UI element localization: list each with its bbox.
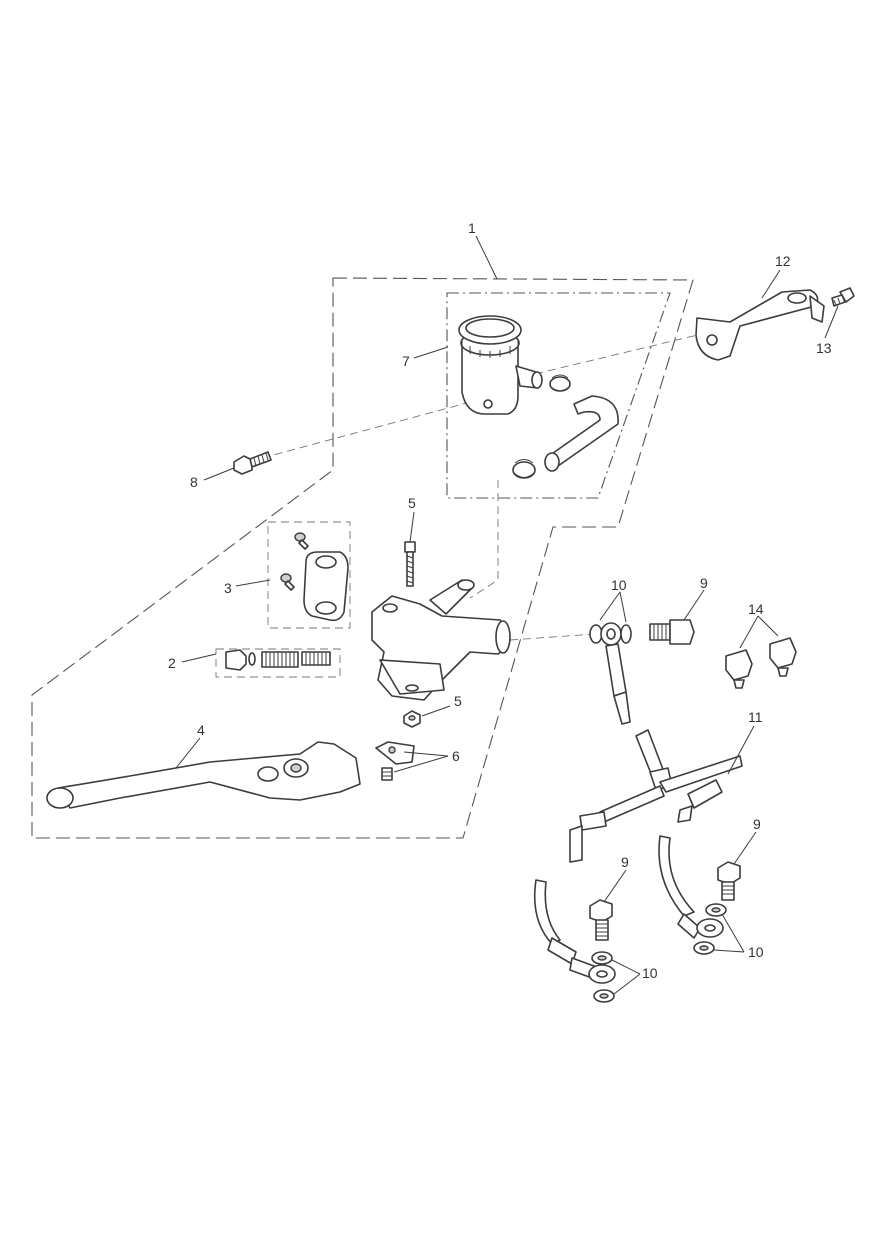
piston-kit-2 xyxy=(225,649,331,671)
upper-banjo-hose xyxy=(589,622,632,725)
banjo-bolt-9-left xyxy=(589,899,613,941)
brake-lever-4 xyxy=(46,741,361,809)
clamp-screw-lower xyxy=(280,573,295,591)
clamp-screw-upper xyxy=(294,532,309,550)
hose-guide-clip-right xyxy=(769,637,797,677)
screw-5-upper xyxy=(404,541,416,587)
piston-kit-box-2 xyxy=(215,648,341,678)
callout-11: 11 xyxy=(748,709,763,725)
washers-10-left xyxy=(588,951,616,1003)
banjo-bolt-9-right xyxy=(717,861,741,901)
assembly-1-boundary xyxy=(31,277,694,839)
callout-9-left: 9 xyxy=(621,854,629,870)
nut-5-lower xyxy=(403,710,421,728)
clamp-kit-box-3 xyxy=(267,521,351,629)
callout-2: 2 xyxy=(168,655,176,671)
callout-9-right: 9 xyxy=(753,816,761,832)
mount-line-reservoir-bracket xyxy=(509,331,711,381)
reservoir-kit-boundary xyxy=(446,292,671,499)
washers-10-right xyxy=(693,903,727,955)
master-cylinder-body xyxy=(371,579,511,701)
callout-8: 8 xyxy=(190,474,198,490)
callout-4: 4 xyxy=(197,722,205,738)
callout-1: 1 xyxy=(468,220,476,236)
callout-10-right: 10 xyxy=(748,944,764,960)
callout-6: 6 xyxy=(452,748,460,764)
hose-clip-upper xyxy=(549,374,571,392)
clamp-3 xyxy=(303,551,349,622)
leader-lines xyxy=(175,235,839,995)
callout-10-upper: 10 xyxy=(611,577,627,593)
bolt-8 xyxy=(233,451,272,475)
reservoir-bracket xyxy=(695,289,825,361)
banjo-bolt-9-upper xyxy=(649,619,695,645)
callout-10-left: 10 xyxy=(642,965,658,981)
hose-guide-clip-left xyxy=(725,649,753,689)
callout-7: 7 xyxy=(402,353,410,369)
callout-14: 14 xyxy=(748,601,764,617)
callout-5-lower: 5 xyxy=(454,693,462,709)
callout-12: 12 xyxy=(775,253,791,269)
callout-9-upper: 9 xyxy=(700,575,708,591)
mount-line-bolt-8 xyxy=(261,399,479,459)
hose-line-to-master xyxy=(469,480,499,599)
hose-clip-lower xyxy=(512,459,536,479)
lever-pivot-6 xyxy=(375,741,415,781)
callout-13: 13 xyxy=(816,340,832,356)
fluid-reservoir xyxy=(458,315,543,415)
banjo-line xyxy=(509,633,596,641)
split-hose-11 xyxy=(533,729,743,979)
callout-5-upper: 5 xyxy=(408,495,416,511)
screw-13 xyxy=(831,287,855,307)
callout-3: 3 xyxy=(224,580,232,596)
